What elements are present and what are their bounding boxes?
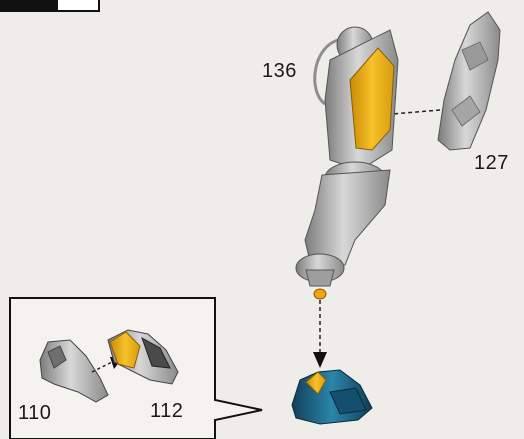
callout-110: 110 <box>18 402 51 425</box>
callout-136: 136 <box>262 60 297 83</box>
part-127-plate <box>438 12 500 150</box>
part-136-arm <box>296 27 398 299</box>
hand-part-teal <box>292 370 372 424</box>
callout-127: 127 <box>474 152 509 175</box>
dashed-assembly-arrow-down <box>313 300 327 368</box>
callout-112: 112 <box>150 400 183 423</box>
